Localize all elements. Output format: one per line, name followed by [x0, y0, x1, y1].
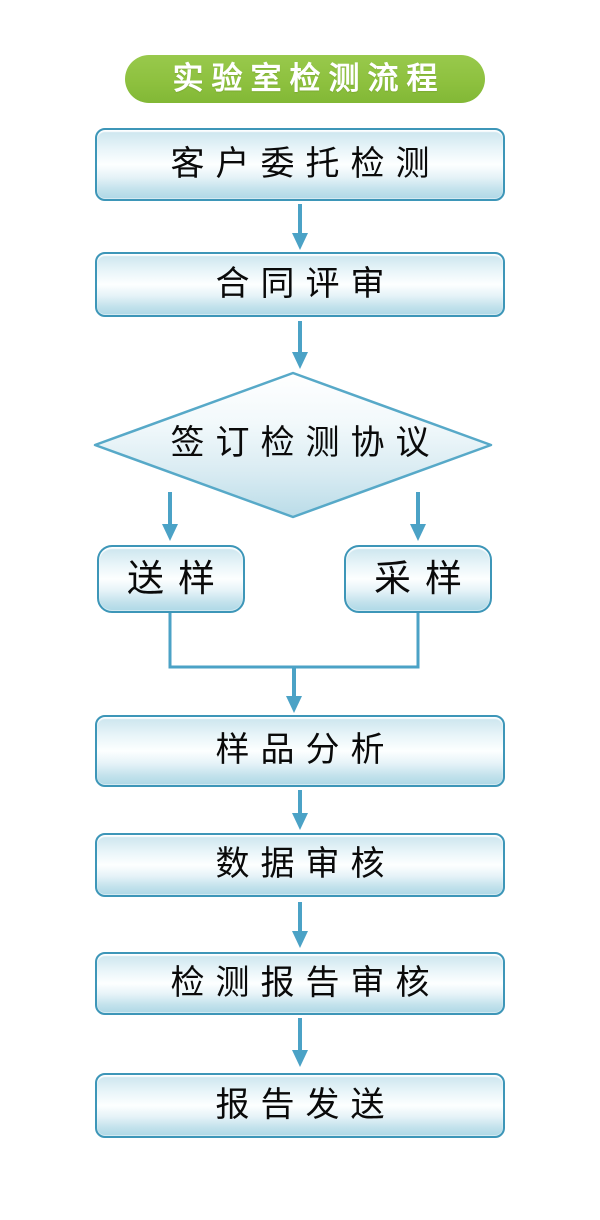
decision-diamond-shape [93, 371, 493, 519]
node-report-review: 检测报告审核 [95, 952, 505, 1015]
node-label: 采样 [374, 558, 476, 600]
flowchart-title-pill: 实验室检测流程 [125, 55, 485, 103]
node-label: 客户委托检测 [170, 145, 441, 183]
arrow-data-review-to-report-review [292, 902, 308, 948]
node-report-delivery: 报告发送 [95, 1073, 505, 1138]
node-label: 数据审核 [215, 846, 396, 883]
arrow-contract-to-agreement [292, 321, 308, 369]
node-sign-agreement-label: 签订检测协议 [170, 425, 441, 462]
node-collect-sample: 采样 [344, 545, 492, 613]
arrow-agreement-to-send-sample [162, 492, 178, 541]
arrow-analysis-to-data-review [292, 790, 308, 830]
flowchart-title: 实验室检测流程 [172, 60, 446, 97]
node-sample-analysis: 样品分析 [95, 715, 505, 787]
node-label: 合同评审 [215, 265, 396, 303]
node-contract-review: 合同评审 [95, 252, 505, 317]
arrow-customer-to-contract [292, 204, 308, 250]
merge-connector [168, 613, 420, 713]
node-data-review: 数据审核 [95, 833, 505, 897]
node-label: 检测报告审核 [170, 964, 441, 1002]
arrow-agreement-to-collect-sample [410, 492, 426, 541]
arrow-report-review-to-delivery [292, 1018, 308, 1067]
node-customer-commission: 客户委托检测 [95, 128, 505, 201]
node-send-sample: 送样 [97, 545, 245, 613]
node-label: 样品分析 [215, 732, 396, 769]
node-label: 报告发送 [215, 1086, 396, 1124]
node-label: 送样 [127, 558, 229, 600]
